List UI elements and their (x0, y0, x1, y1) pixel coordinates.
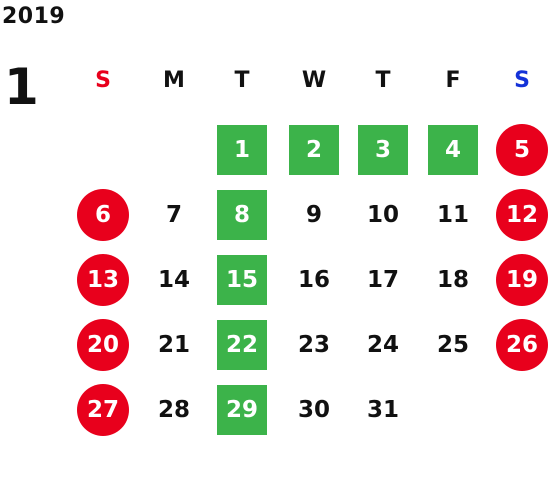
calendar-day[interactable]: 2 (289, 125, 339, 175)
weekday-header: S (95, 68, 111, 93)
calendar-day[interactable]: 8 (217, 190, 267, 240)
year-label: 2019 (2, 4, 66, 29)
weekday-header: M (163, 68, 185, 93)
calendar-day[interactable]: 12 (496, 189, 548, 241)
calendar-day[interactable]: 24 (366, 332, 399, 358)
calendar-day[interactable]: 14 (157, 267, 190, 293)
calendar-day[interactable]: 15 (217, 255, 267, 305)
calendar-day[interactable]: 3 (358, 125, 408, 175)
calendar-day[interactable]: 23 (297, 332, 330, 358)
calendar-day[interactable]: 18 (436, 267, 469, 293)
calendar-day[interactable]: 25 (436, 332, 469, 358)
calendar-day[interactable]: 6 (77, 189, 129, 241)
calendar-day[interactable]: 11 (436, 202, 469, 228)
calendar-day[interactable]: 17 (366, 267, 399, 293)
calendar-day[interactable]: 16 (297, 267, 330, 293)
weekday-header: W (301, 68, 327, 93)
calendar-day[interactable]: 10 (366, 202, 399, 228)
calendar-day[interactable]: 28 (157, 397, 190, 423)
month-number: 1 (4, 58, 39, 116)
calendar-day[interactable]: 19 (496, 254, 548, 306)
weekday-header: S (514, 68, 530, 93)
calendar-day[interactable]: 4 (428, 125, 478, 175)
calendar-day[interactable]: 26 (496, 319, 548, 371)
weekday-header: T (375, 68, 391, 93)
calendar-day[interactable]: 5 (496, 124, 548, 176)
calendar-day[interactable]: 7 (165, 202, 182, 228)
calendar-day[interactable]: 1 (217, 125, 267, 175)
weekday-header: T (234, 68, 250, 93)
calendar-day[interactable]: 20 (77, 319, 129, 371)
weekday-header: F (445, 68, 461, 93)
calendar-day[interactable]: 13 (77, 254, 129, 306)
calendar-day[interactable]: 27 (77, 384, 129, 436)
calendar-day[interactable]: 30 (297, 397, 330, 423)
calendar-day[interactable]: 31 (366, 397, 399, 423)
calendar-day[interactable]: 29 (217, 385, 267, 435)
calendar-day[interactable]: 21 (157, 332, 190, 358)
calendar-day[interactable]: 9 (305, 202, 322, 228)
calendar-day[interactable]: 22 (217, 320, 267, 370)
